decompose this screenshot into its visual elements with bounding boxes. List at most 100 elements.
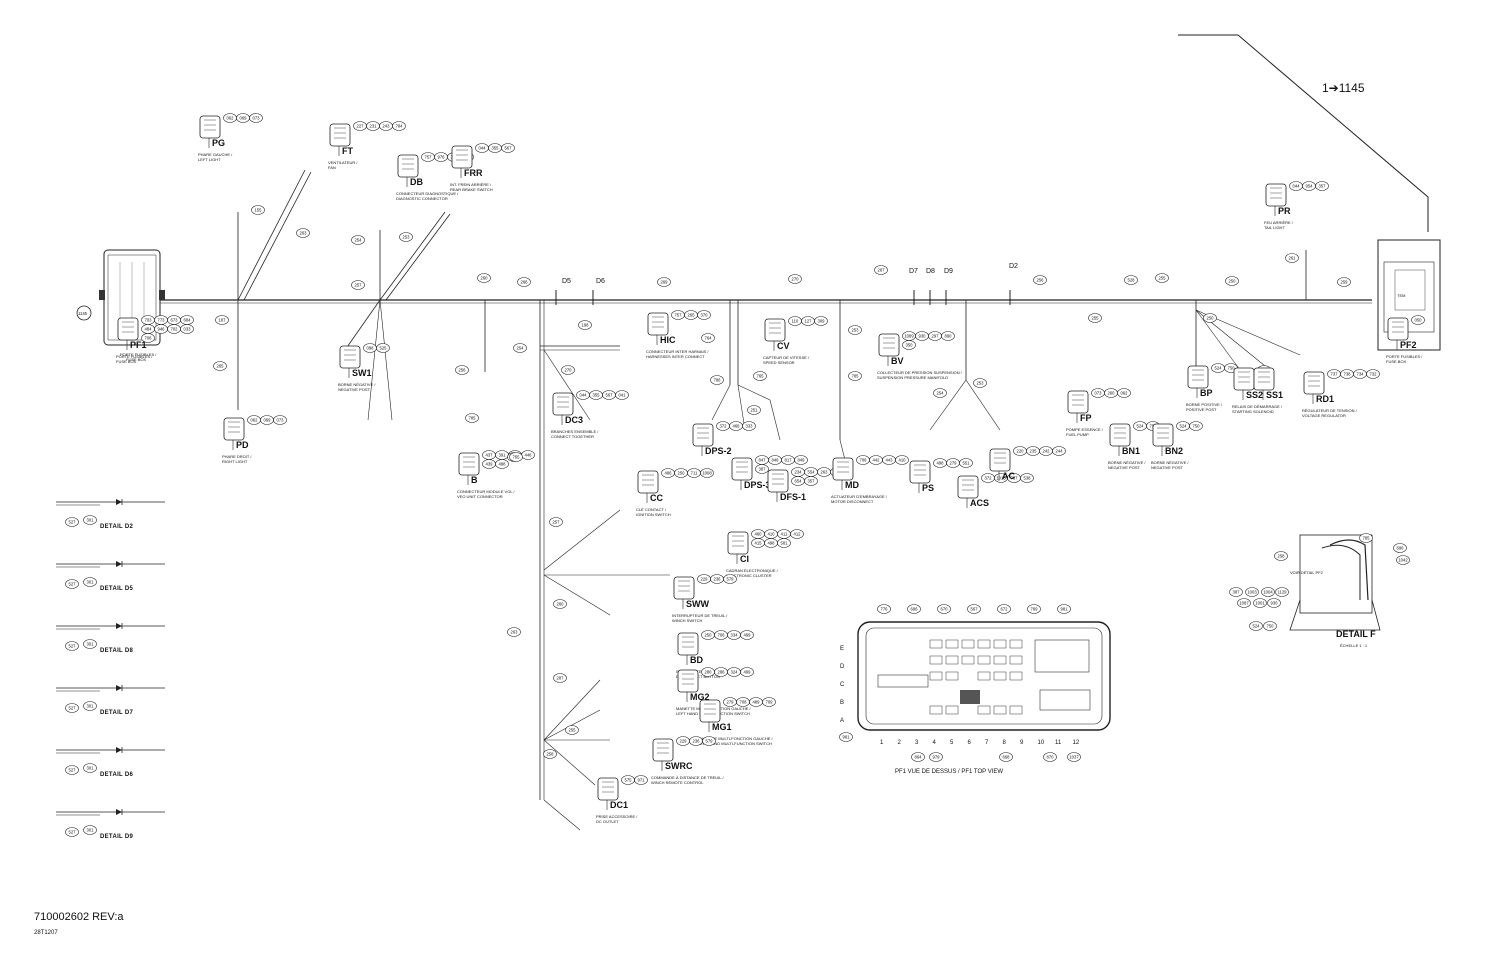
component-description: PHARE DROIT / bbox=[222, 454, 252, 459]
connector-body bbox=[1152, 423, 1174, 447]
connector-body bbox=[1067, 390, 1089, 414]
component-description: FEU ARRIÈRE / bbox=[1264, 220, 1294, 225]
part-callout: 488 bbox=[495, 459, 509, 469]
diode-label: D8 bbox=[926, 268, 935, 275]
connector-body bbox=[989, 448, 1011, 472]
bubble-outline bbox=[83, 763, 97, 773]
part-callout: 446 bbox=[521, 450, 535, 460]
bubble-text: 554 bbox=[808, 470, 816, 475]
bubble-outline bbox=[376, 343, 390, 353]
callout-reference: 1➔1145 bbox=[1322, 81, 1365, 95]
detail-label: DETAIL D6 bbox=[100, 772, 134, 778]
bubble-text: 415 bbox=[755, 541, 763, 546]
bubble-text: 258 bbox=[1278, 554, 1286, 559]
part-callout: 242 bbox=[1039, 446, 1053, 456]
bubble-text: 567 bbox=[606, 393, 614, 398]
bubble-text: 069 bbox=[264, 418, 272, 423]
bubble-outline bbox=[839, 732, 853, 742]
part-callout: 062 bbox=[223, 113, 237, 123]
bubble-outline bbox=[1253, 598, 1267, 608]
component-description: CLÉ CONTACT / bbox=[636, 507, 667, 512]
bubble-text: 033 bbox=[184, 327, 192, 332]
wire-number: 257 bbox=[549, 517, 563, 527]
component-description: FUSE BOX bbox=[1386, 359, 1407, 364]
bubble-text: 579 bbox=[706, 739, 714, 744]
bubble-text: 229 bbox=[680, 739, 688, 744]
wire-number: 254 bbox=[513, 343, 527, 353]
bubble-text: 231 bbox=[370, 124, 378, 129]
part-callout: 301 bbox=[83, 577, 97, 587]
diode-symbol bbox=[116, 623, 122, 629]
part-callout: 567 bbox=[967, 604, 981, 614]
wire-number: 253 bbox=[399, 232, 413, 242]
wire-number: 267 bbox=[874, 265, 888, 275]
bubble-outline bbox=[141, 333, 155, 343]
wire-number: 250 bbox=[1225, 276, 1239, 286]
bubble-text: 654 bbox=[795, 479, 803, 484]
bubble-outline bbox=[83, 639, 97, 649]
bubble-text: 250 bbox=[705, 633, 713, 638]
component-description: WINCH REMOTE CONTROL bbox=[651, 780, 704, 785]
component-dfs-1: DFS-1 bbox=[767, 469, 806, 502]
bubble-outline bbox=[700, 468, 714, 478]
bubble-text: 234 bbox=[795, 470, 803, 475]
part-callout: 412 bbox=[790, 529, 804, 539]
bubble-text: 703 bbox=[145, 318, 153, 323]
part-callout: 1008 bbox=[700, 468, 714, 478]
part-callout: 437 bbox=[482, 450, 496, 460]
bubble-text: 243 bbox=[383, 124, 391, 129]
bubble-text: 524 bbox=[1215, 366, 1223, 371]
part-callout: 250 bbox=[701, 630, 715, 640]
fuse-box-pf2: TEM bbox=[1377, 239, 1441, 351]
detail-label: DETAIL D7 bbox=[100, 710, 134, 716]
bubble-text: 971 bbox=[638, 778, 646, 783]
wire-number: 270 bbox=[788, 274, 802, 284]
detail-label: DETAIL D9 bbox=[100, 834, 134, 840]
bubble-outline bbox=[710, 375, 724, 385]
bubble-outline bbox=[657, 277, 671, 287]
column-number: 1 bbox=[880, 740, 884, 746]
bubble-text: 254 bbox=[937, 391, 945, 396]
bubble-text: 235 bbox=[1030, 449, 1038, 454]
bubble-outline bbox=[83, 825, 97, 835]
bubble-outline bbox=[507, 627, 521, 637]
part-callout: 981 bbox=[1057, 604, 1071, 614]
bubble-outline bbox=[814, 316, 828, 326]
bubble-text: 750 bbox=[1228, 366, 1236, 371]
part-callout: 551 bbox=[959, 458, 973, 468]
bubble-text: 738 bbox=[1344, 372, 1352, 377]
part-callout: 670 bbox=[937, 604, 951, 614]
part-callout: 243 bbox=[379, 121, 393, 131]
bubble-outline bbox=[794, 455, 808, 465]
component-code: MG1 bbox=[712, 722, 732, 732]
bubble-text: 050 bbox=[1415, 318, 1423, 323]
part-callout: 524 bbox=[1176, 421, 1190, 431]
diode-symbol bbox=[116, 747, 122, 753]
bubble-outline bbox=[941, 331, 955, 341]
bubble-outline bbox=[790, 529, 804, 539]
part-callout: 372 bbox=[716, 421, 730, 431]
component-description: BORNE POSITIVE / bbox=[1186, 402, 1223, 407]
part-callout: 706 bbox=[714, 630, 728, 640]
bubble-outline bbox=[392, 121, 406, 131]
connector-body bbox=[764, 318, 786, 342]
component-code: FT bbox=[342, 146, 353, 156]
wire-number: 785 bbox=[848, 371, 862, 381]
bubble-outline bbox=[1337, 277, 1351, 287]
bubble-text: 098 bbox=[367, 346, 375, 351]
part-callout: 1001 bbox=[1253, 598, 1267, 608]
bubble-text: 981 bbox=[1061, 607, 1069, 612]
bubble-text: 301 bbox=[87, 766, 95, 771]
bubble-text: 460 bbox=[755, 532, 763, 537]
connector-body bbox=[637, 470, 659, 494]
bubble-text: 242 bbox=[1043, 449, 1051, 454]
bubble-text: 155 bbox=[255, 208, 263, 213]
bubble-text: 765 bbox=[757, 374, 765, 379]
component-code: AC bbox=[1002, 471, 1015, 481]
wire-number: 260 bbox=[553, 599, 567, 609]
main-harness-trunk bbox=[160, 169, 1372, 831]
